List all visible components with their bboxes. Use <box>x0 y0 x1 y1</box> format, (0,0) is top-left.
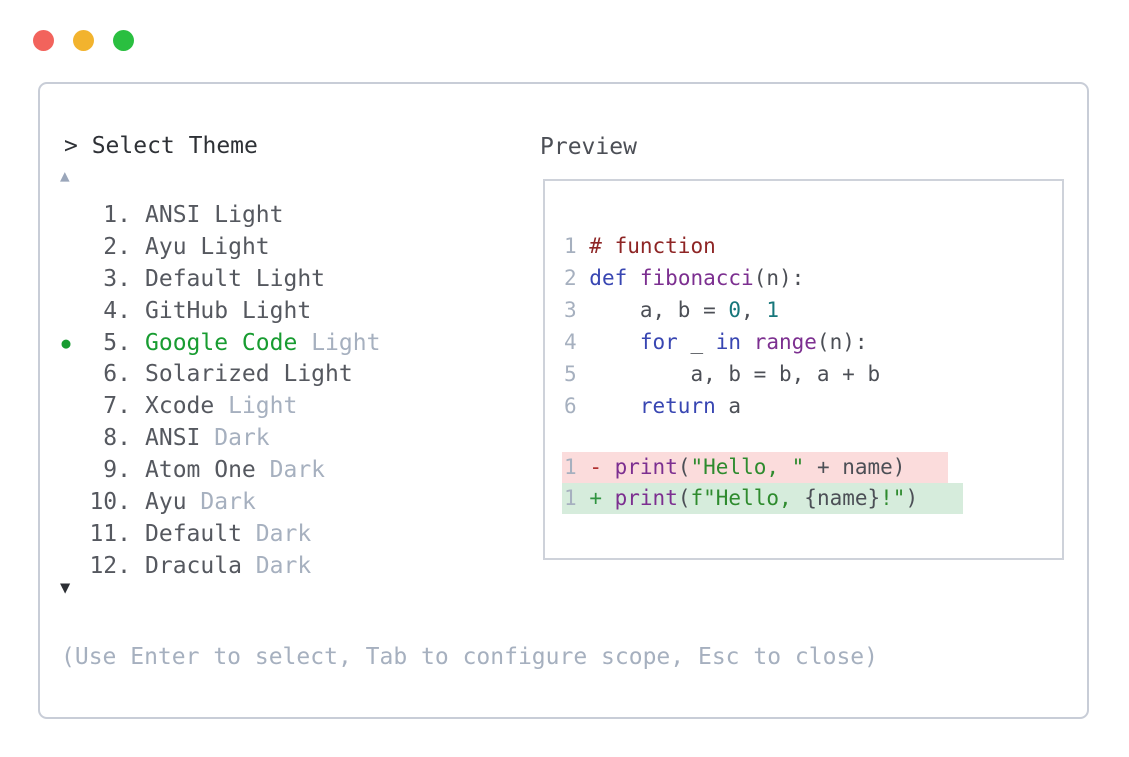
item-number: 2. <box>103 233 131 260</box>
item-number: 11. <box>89 520 131 547</box>
item-label: ANSI Light <box>145 201 284 228</box>
item-number: 8. <box>103 425 131 452</box>
code-line: 5 a, b = b, a + b <box>564 362 881 386</box>
line-number: 5 <box>564 362 590 386</box>
code-line: 4 for _ in range(n): <box>564 330 868 354</box>
help-text: (Use Enter to select, Tab to configure s… <box>61 644 878 670</box>
item-label: Google Code Light <box>145 329 381 356</box>
theme-list-item[interactable]: 7. Xcode Light <box>40 390 530 422</box>
line-number: 2 <box>564 266 590 290</box>
theme-list-item[interactable]: 8. ANSI Dark <box>40 422 530 454</box>
code-line: 3 a, b = 0, 1 <box>564 298 779 322</box>
line-number: 1 <box>564 234 590 258</box>
theme-list-item[interactable]: 1. ANSI Light <box>40 199 530 231</box>
theme-list-item[interactable]: ● 5. Google Code Light <box>40 327 530 359</box>
diff-line-added: 1 + print(f"Hello, {name}!") <box>562 483 963 514</box>
line-number: 6 <box>564 394 590 418</box>
item-label: Default Dark <box>145 520 312 547</box>
item-number: 6. <box>103 361 131 388</box>
item-number: 10. <box>89 488 131 515</box>
minimize-button[interactable] <box>73 30 94 51</box>
line-number: 3 <box>564 298 590 322</box>
item-label: Default Light <box>145 265 326 292</box>
item-label: Atom One Dark <box>145 457 326 484</box>
preview-label: Preview <box>540 134 637 160</box>
maximize-button[interactable] <box>113 30 134 51</box>
scroll-down-icon[interactable]: ▼ <box>60 578 71 598</box>
item-label: Dracula Dark <box>145 552 312 579</box>
item-number: 12. <box>89 552 131 579</box>
code-line: 2 def fibonacci(n): <box>564 266 805 290</box>
theme-list-item[interactable]: 6. Solarized Light <box>40 358 530 390</box>
item-number: 7. <box>103 393 131 420</box>
theme-list-item[interactable]: 2. Ayu Light <box>40 231 530 263</box>
line-number: 4 <box>564 330 590 354</box>
code-sample: 1 # function 2 def fibonacci(n): 3 a, b = … <box>564 230 880 422</box>
item-label: Solarized Light <box>145 361 353 388</box>
item-number: 4. <box>103 297 131 324</box>
code-line: 6 return a <box>564 394 742 418</box>
selected-bullet-icon: ● <box>61 333 71 352</box>
theme-selector-panel: > Select Theme ▲ 1. ANSI Light 2. Ayu Light… <box>38 82 1089 719</box>
item-number: 1. <box>103 201 131 228</box>
item-label: Ayu Dark <box>145 488 256 515</box>
scroll-up-icon[interactable]: ▲ <box>60 166 70 185</box>
item-label: ANSI Dark <box>145 425 270 452</box>
theme-list-item[interactable]: 12. Dracula Dark <box>40 550 530 582</box>
item-number: 9. <box>103 457 131 484</box>
item-number: 5. <box>103 329 131 356</box>
select-theme-prompt: > Select Theme <box>64 133 258 159</box>
window-controls <box>33 30 134 51</box>
preview-box: 1 # function 2 def fibonacci(n): 3 a, b = … <box>543 179 1064 560</box>
item-label: Xcode Light <box>145 393 298 420</box>
theme-list-item[interactable]: 9. Atom One Dark <box>40 454 530 486</box>
theme-list-item[interactable]: 11. Default Dark <box>40 518 530 550</box>
close-button[interactable] <box>33 30 54 51</box>
theme-list: 1. ANSI Light 2. Ayu Light 3. Default Light 4.… <box>40 199 530 582</box>
theme-list-item[interactable]: 3. Default Light <box>40 263 530 295</box>
diff-line-removed: 1 - print("Hello, " + name) <box>562 452 948 483</box>
theme-list-item[interactable]: 10. Ayu Dark <box>40 486 530 518</box>
theme-list-item[interactable]: 4. GitHub Light <box>40 295 530 327</box>
item-label: Ayu Light <box>145 233 270 260</box>
code-line: 1 # function <box>564 234 716 258</box>
item-number: 3. <box>103 265 131 292</box>
item-label: GitHub Light <box>145 297 312 324</box>
